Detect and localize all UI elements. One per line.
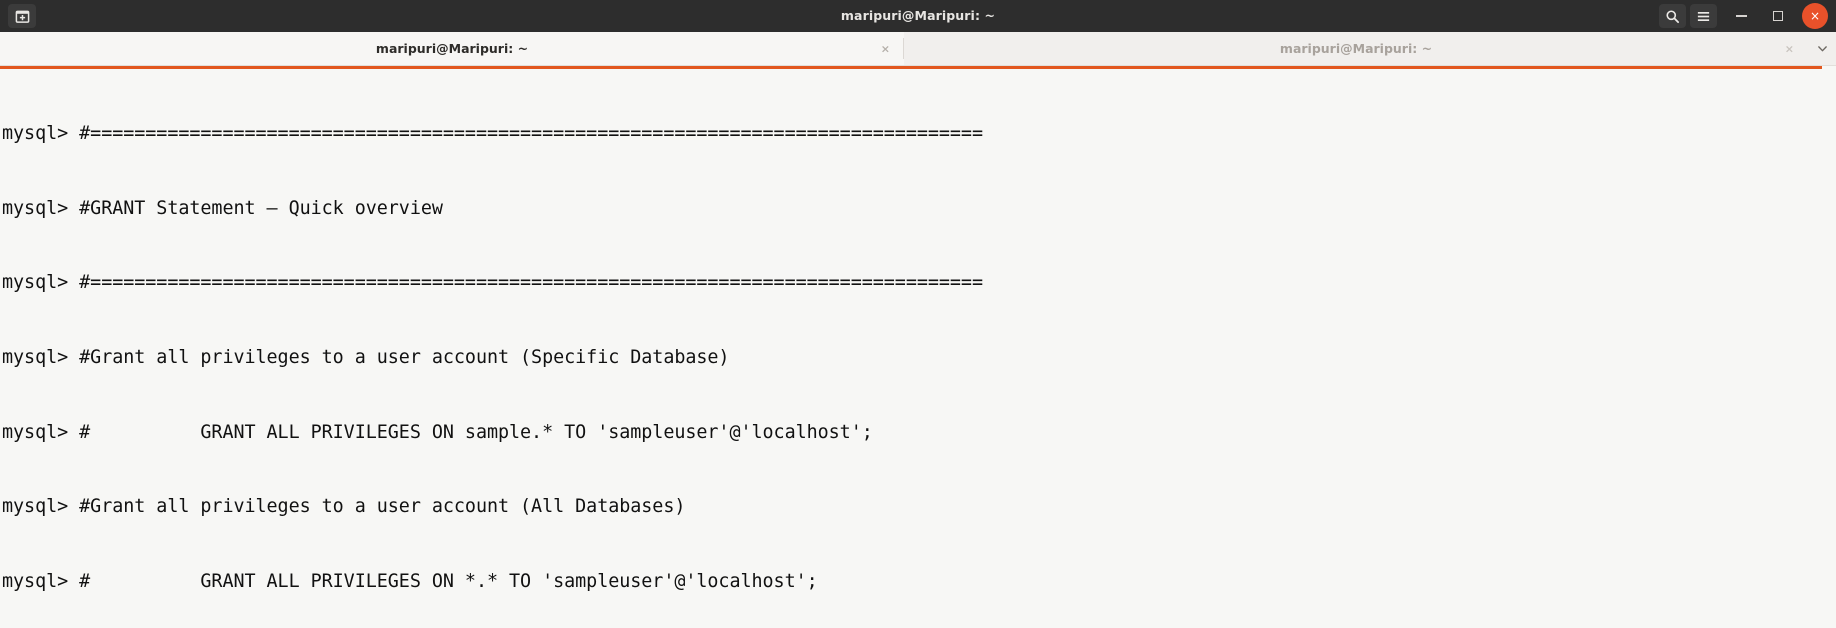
tab-close-icon[interactable]: ×	[1784, 42, 1794, 55]
search-button[interactable]	[1659, 4, 1686, 28]
tab-bar: maripuri@Maripuri: ~ × maripuri@Maripuri…	[0, 32, 1836, 66]
minimize-icon	[1735, 15, 1747, 17]
maximize-button[interactable]	[1765, 3, 1791, 29]
terminal-line: mysql> #Grant all privileges to a user a…	[2, 346, 730, 368]
new-tab-icon	[15, 10, 29, 23]
terminal-output[interactable]: mysql> #================================…	[0, 69, 1822, 628]
terminal-line: mysql> #================================…	[2, 272, 983, 294]
maximize-icon	[1773, 11, 1783, 21]
new-tab-button[interactable]	[8, 4, 36, 28]
tab-close-icon[interactable]: ×	[880, 42, 890, 55]
minimize-button[interactable]	[1728, 3, 1754, 29]
menu-button[interactable]	[1690, 4, 1717, 28]
tab-terminal-1[interactable]: maripuri@Maripuri: ~ ×	[0, 32, 904, 65]
terminal-line: mysql> #Grant all privileges to a user a…	[2, 496, 686, 518]
hamburger-menu-icon	[1697, 11, 1710, 21]
terminal-line: mysql> # GRANT ALL PRIVILEGES ON sample.…	[2, 421, 873, 443]
tab-terminal-2[interactable]: maripuri@Maripuri: ~ ×	[904, 32, 1808, 65]
tab-label: maripuri@Maripuri: ~	[1279, 41, 1433, 56]
terminal-scrollbar[interactable]	[1822, 69, 1836, 628]
window-title: maripuri@Maripuri: ~	[840, 8, 996, 23]
search-icon	[1666, 9, 1680, 23]
titlebar-right-controls: ×	[1659, 0, 1828, 32]
tab-list-button[interactable]	[1808, 32, 1836, 65]
terminal-line: mysql> # GRANT ALL PRIVILEGES ON *.* TO …	[2, 571, 818, 593]
tab-label: maripuri@Maripuri: ~	[375, 41, 529, 56]
tab-separator	[903, 38, 904, 59]
close-button[interactable]: ×	[1802, 3, 1828, 29]
chevron-down-icon	[1817, 46, 1827, 52]
active-tab-accent-bar	[0, 66, 1822, 69]
terminal-line: mysql> #GRANT Statement — Quick overview	[2, 197, 443, 219]
close-icon: ×	[1809, 9, 1821, 23]
terminal-area: mysql> #================================…	[0, 66, 1836, 628]
terminal-line: mysql> #================================…	[2, 122, 983, 144]
window-titlebar: maripuri@Maripuri: ~ ×	[0, 0, 1836, 32]
titlebar-left-controls	[6, 4, 36, 28]
